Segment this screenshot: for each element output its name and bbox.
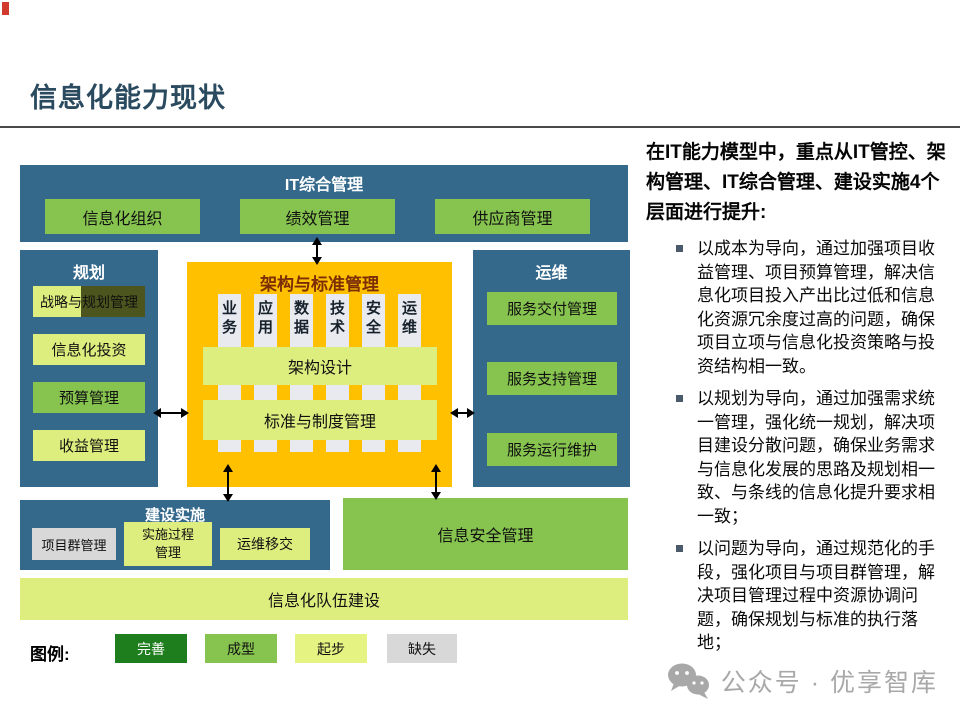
- arrow-line: [159, 412, 183, 414]
- it-mgmt-item-vendor: 供应商管理: [435, 199, 590, 234]
- bullet-item: 以成本为导向，通过加强项目收益管理、项目预算管理，解决信息化项目投入产出比过低和…: [646, 237, 952, 378]
- team-bar: 信息化队伍建设: [20, 578, 628, 620]
- title-divider: [0, 126, 960, 128]
- bullet-square-icon: [676, 395, 683, 402]
- it-mgmt-title: IT综合管理: [284, 177, 364, 194]
- ops-item-support: 服务支持管理: [487, 362, 617, 395]
- bullet-text: 以问题为导向，通过规范化的手段，强化项目与项目群管理，解决项目管理过程中资源协调…: [697, 539, 935, 652]
- planning-item-budget: 预算管理: [33, 382, 145, 413]
- arrow-architecture-security: [429, 464, 443, 500]
- legend-item-formed: 成型: [205, 634, 277, 663]
- arrow-line: [227, 470, 229, 496]
- bullet-square-icon: [676, 545, 683, 552]
- planning-item-benefit: 收益管理: [33, 430, 145, 461]
- page-title: 信息化能力现状: [30, 83, 226, 113]
- planning-title: 规划: [72, 265, 105, 282]
- construction-item-handover: 运维移交: [220, 528, 310, 560]
- arch-bar-standards: 标准与制度管理: [203, 400, 437, 440]
- operations-title: 运维: [535, 265, 568, 282]
- arch-bar-design: 架构设计: [203, 347, 437, 385]
- ops-item-delivery: 服务交付管理: [487, 292, 617, 325]
- construction-item-program: 项目群管理: [32, 528, 116, 560]
- bullet-text: 以成本为导向，通过加强项目收益管理、项目预算管理，解决信息化项目投入产出比过低和…: [697, 239, 935, 376]
- arrow-itmgmt-architecture: [310, 237, 324, 265]
- planning-item-investment: 信息化投资: [33, 334, 145, 365]
- arrow-line: [316, 243, 318, 259]
- legend-item-complete: 完善: [115, 634, 187, 663]
- panel-heading: 在IT能力模型中，重点从IT管控、架构管理、IT综合管理、建设实施4个层面进行提…: [646, 142, 946, 223]
- red-corner-mark: [2, 2, 9, 15]
- bullet-item: 以规划为导向，通过加强需求统一管理，强化统一规划，解决项目建设分散问题，确保业务…: [646, 387, 952, 528]
- arrow-planning-architecture: [153, 406, 189, 420]
- legend-item-missing: 缺失: [387, 634, 457, 663]
- architecture-title: 架构与标准管理: [260, 275, 379, 294]
- bullet-item: 以问题为导向，通过规范化的手段，强化项目与项目群管理，解决项目管理过程中资源协调…: [646, 537, 952, 655]
- wechat-watermark: 公众号 · 优享智库: [620, 656, 952, 706]
- commentary-panel: 在IT能力模型中，重点从IT管控、架构管理、IT综合管理、建设实施4个层面进行提…: [646, 138, 952, 655]
- it-mgmt-item-performance: 绩效管理: [240, 199, 395, 234]
- arrow-architecture-operations: [450, 406, 475, 420]
- it-mgmt-item-org: 信息化组织: [45, 199, 200, 234]
- ops-item-maintenance: 服务运行维护: [487, 433, 617, 466]
- arrow-line: [456, 412, 469, 414]
- wechat-label: 公众号 · 优享智库: [720, 669, 938, 697]
- planning-item-strategy: 战略与规划管理: [33, 286, 145, 317]
- bullet-square-icon: [676, 245, 683, 252]
- legend-label: 图例:: [30, 645, 70, 664]
- arrow-line: [435, 470, 437, 494]
- arrow-architecture-construction: [221, 464, 235, 502]
- construction-title: 建设实施: [144, 507, 205, 524]
- construction-item-process: 实施过程管理: [124, 522, 212, 566]
- wechat-icon: [667, 663, 709, 699]
- bullet-text: 以规划为导向，通过加强需求统一管理，强化统一规划，解决项目建设分散问题，确保业务…: [697, 389, 935, 526]
- legend-item-started: 起步: [295, 634, 367, 663]
- security-box: 信息安全管理: [343, 498, 628, 570]
